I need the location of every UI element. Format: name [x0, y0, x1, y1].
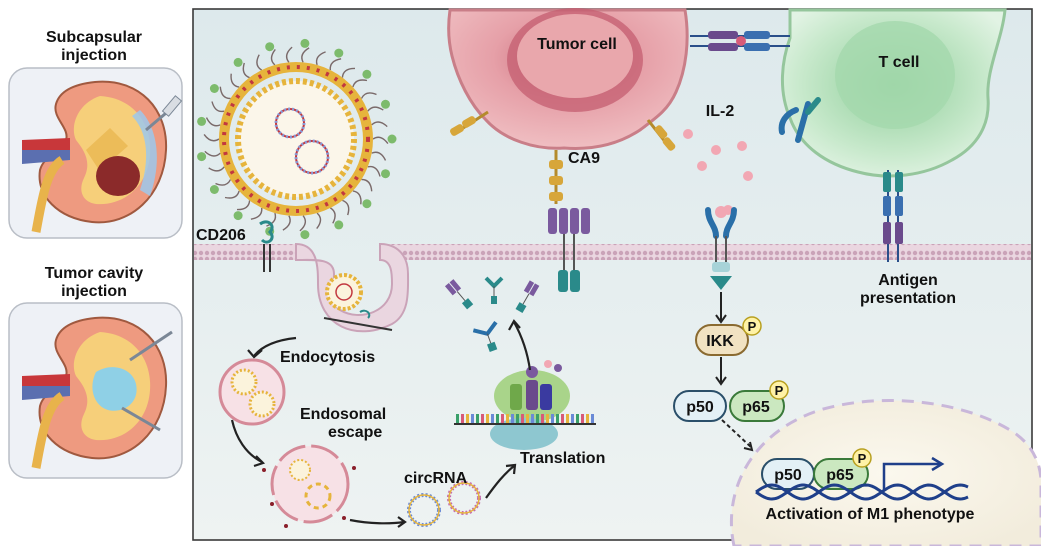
endocytosis-label: Endocytosis	[280, 349, 375, 366]
cavity-subtitle: injection	[61, 283, 127, 300]
escape-label: escape	[328, 424, 382, 441]
antigen-label: Antigen	[878, 272, 938, 289]
ikk-phospho: P	[748, 319, 757, 334]
kidney-subcapsular-panel	[8, 67, 183, 239]
p50-nuc-label: p50	[774, 467, 802, 484]
escaping-endosome	[262, 444, 356, 528]
t-cell: T cell	[781, 8, 1007, 178]
p65-nuc-label: p65	[826, 467, 854, 484]
ikk-complex: IKK P	[695, 316, 762, 356]
nucleus	[729, 399, 1041, 546]
mhc-antigen	[883, 170, 903, 262]
il2-receptor	[705, 206, 737, 290]
mhc-tcr-complex	[690, 31, 790, 51]
cd206-receptor	[259, 220, 274, 272]
ikk-label: IKK	[706, 333, 734, 350]
process-arrows	[230, 319, 532, 528]
p65-phospho: P	[775, 383, 784, 398]
il2-label: IL-2	[706, 103, 735, 120]
presentation-label: presentation	[860, 290, 956, 307]
nfkb-nucleus: p50 p65 P	[761, 448, 872, 490]
tumor-cell: Tumor cell	[447, 8, 689, 150]
il2-receptor-tcell	[778, 97, 821, 143]
p65-label: p65	[742, 399, 770, 416]
t-cell-label: T cell	[879, 54, 920, 71]
endosomal-label: Endosomal	[300, 406, 386, 423]
dna-helix	[755, 456, 969, 501]
ca9-proteins: CA9	[450, 110, 676, 204]
circrna-molecules	[407, 481, 481, 527]
translation-label: Translation	[520, 450, 605, 467]
p65-nuc-phospho: P	[858, 451, 867, 466]
il2-molecules	[683, 129, 753, 215]
signaling-cascade	[715, 292, 754, 452]
endosome	[218, 358, 286, 426]
car-receptor	[548, 208, 590, 292]
activation-label: Activation of M1 phenotype	[766, 506, 975, 523]
ribosome	[454, 360, 596, 450]
tumor-cell-label: Tumor cell	[537, 36, 617, 53]
subcapsular-subtitle: injection	[61, 47, 127, 64]
cavity-title: Tumor cavity	[45, 265, 144, 282]
expressed-receptors	[444, 276, 540, 353]
endocytosis-particle	[323, 273, 393, 331]
ca9-label: CA9	[568, 150, 600, 167]
circrna-label: circRNA	[404, 470, 468, 487]
lipid-nanoparticle	[197, 38, 397, 240]
cd206-label: CD206	[196, 227, 246, 244]
subcapsular-title: Subcapsular	[46, 29, 142, 46]
p50-label: p50	[686, 399, 714, 416]
nfkb-cytoplasm: p50 p65 P	[673, 380, 789, 422]
kidney-cavity-panel	[8, 302, 183, 479]
